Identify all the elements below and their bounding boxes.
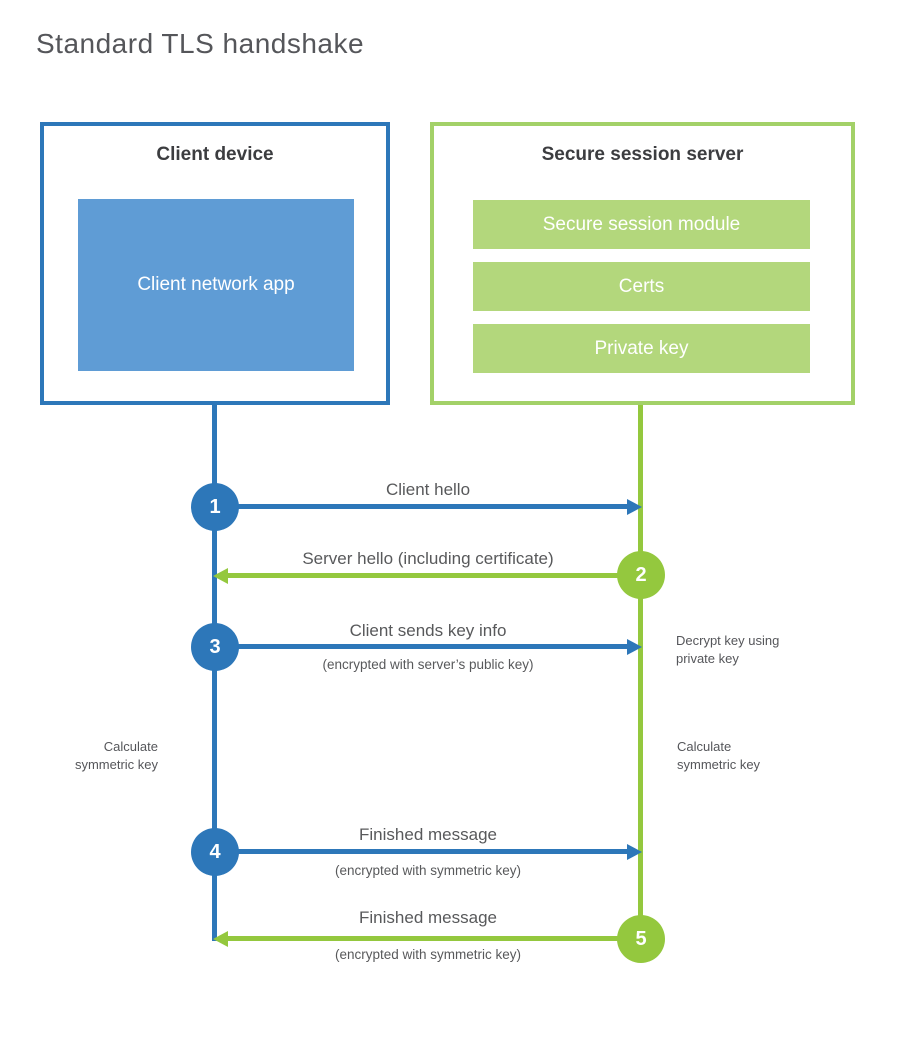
arrow-finished-server — [227, 936, 640, 941]
secure-session-server-title: Secure session server — [541, 144, 744, 165]
note-calculate-symmetric-key-client: Calculate symmetric key — [74, 739, 158, 772]
client-device-title: Client device — [156, 144, 274, 165]
step-3-badge: 3 — [191, 623, 239, 671]
message-label-finished-server: Finished message — [359, 908, 497, 927]
client-network-app-box: Client network app — [78, 199, 354, 371]
message-label-server-hello: Server hello (including certificate) — [302, 549, 554, 568]
message-label-key-info: Client sends key info — [349, 621, 507, 640]
message-sublabel-finished-server: (encrypted with symmetric key) — [334, 947, 522, 962]
note-decrypt-key: Decrypt key using private key — [676, 633, 780, 666]
arrowhead-left-icon — [213, 568, 228, 584]
arrow-client-hello — [215, 504, 628, 509]
arrow-key-info — [215, 644, 628, 649]
server-lifeline — [638, 405, 643, 941]
module-bar-certs: Certs — [473, 262, 810, 311]
arrow-finished-client — [215, 849, 628, 854]
arrowhead-right-icon — [627, 844, 642, 860]
arrow-server-hello — [227, 573, 640, 578]
client-network-app-label: Client network app — [137, 274, 295, 296]
step-1-badge: 1 — [191, 483, 239, 531]
message-label-finished-client: Finished message — [359, 825, 497, 844]
client-lifeline — [212, 405, 217, 941]
message-sublabel-key-info: (encrypted with server’s public key) — [322, 657, 534, 672]
step-2-badge: 2 — [617, 551, 665, 599]
step-4-badge: 4 — [191, 828, 239, 876]
arrowhead-right-icon — [627, 639, 642, 655]
module-bar-private-key: Private key — [473, 324, 810, 373]
message-label-client-hello: Client hello — [385, 480, 471, 499]
arrowhead-right-icon — [627, 499, 642, 515]
page-title: Standard TLS handshake — [36, 28, 365, 59]
message-sublabel-finished-client: (encrypted with symmetric key) — [334, 863, 522, 878]
arrowhead-left-icon — [213, 931, 228, 947]
module-bar-secure-session-module: Secure session module — [473, 200, 810, 249]
step-5-badge: 5 — [617, 915, 665, 963]
note-calculate-symmetric-key-server: Calculate symmetric key — [677, 739, 761, 772]
